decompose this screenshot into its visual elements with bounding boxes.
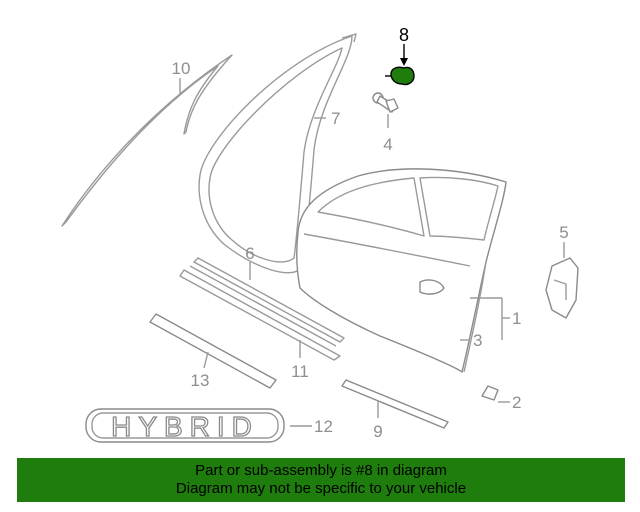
callout-4: 4	[383, 135, 392, 154]
part-11-molding	[179, 269, 341, 361]
callout-8: 8	[399, 25, 409, 45]
part-5-bracket	[545, 257, 579, 319]
emblem-text: HYBRID	[111, 411, 259, 442]
part-2-clip	[481, 385, 499, 401]
callout-6: 6	[245, 244, 254, 263]
callout-1: 1	[512, 309, 521, 328]
callout-9: 9	[373, 422, 382, 441]
leader-8-arrow-icon	[400, 58, 408, 66]
part-7-weatherstrip	[198, 33, 357, 274]
leader-13	[203, 351, 209, 369]
banner-line-2: Diagram may not be specific to your vehi…	[175, 480, 467, 497]
callout-11: 11	[291, 362, 309, 381]
part-12-hybrid-emblem: HYBRID	[85, 408, 285, 443]
callout-10: 10	[172, 59, 191, 78]
part-4-bolt	[372, 92, 399, 113]
callout-12: 12	[314, 417, 333, 436]
callout-5: 5	[559, 223, 568, 242]
callout-7: 7	[331, 109, 340, 128]
callout-3: 3	[473, 331, 482, 350]
part-10-molding	[61, 54, 233, 227]
callout-2: 2	[512, 393, 521, 412]
part-1-front-door	[295, 168, 507, 373]
part-8-clip	[385, 66, 415, 86]
part-13-lower-molding	[149, 313, 277, 389]
part-9-rocker-molding	[341, 379, 449, 429]
info-banner: Part or sub-assembly is #8 in diagram Di…	[17, 458, 625, 502]
callout-13: 13	[191, 371, 210, 390]
part-6-belt-molding	[189, 257, 345, 347]
parts-diagram: 10 7 8 4 1 3 5	[61, 25, 579, 443]
banner-line-1: Part or sub-assembly is #8 in diagram	[195, 462, 447, 479]
